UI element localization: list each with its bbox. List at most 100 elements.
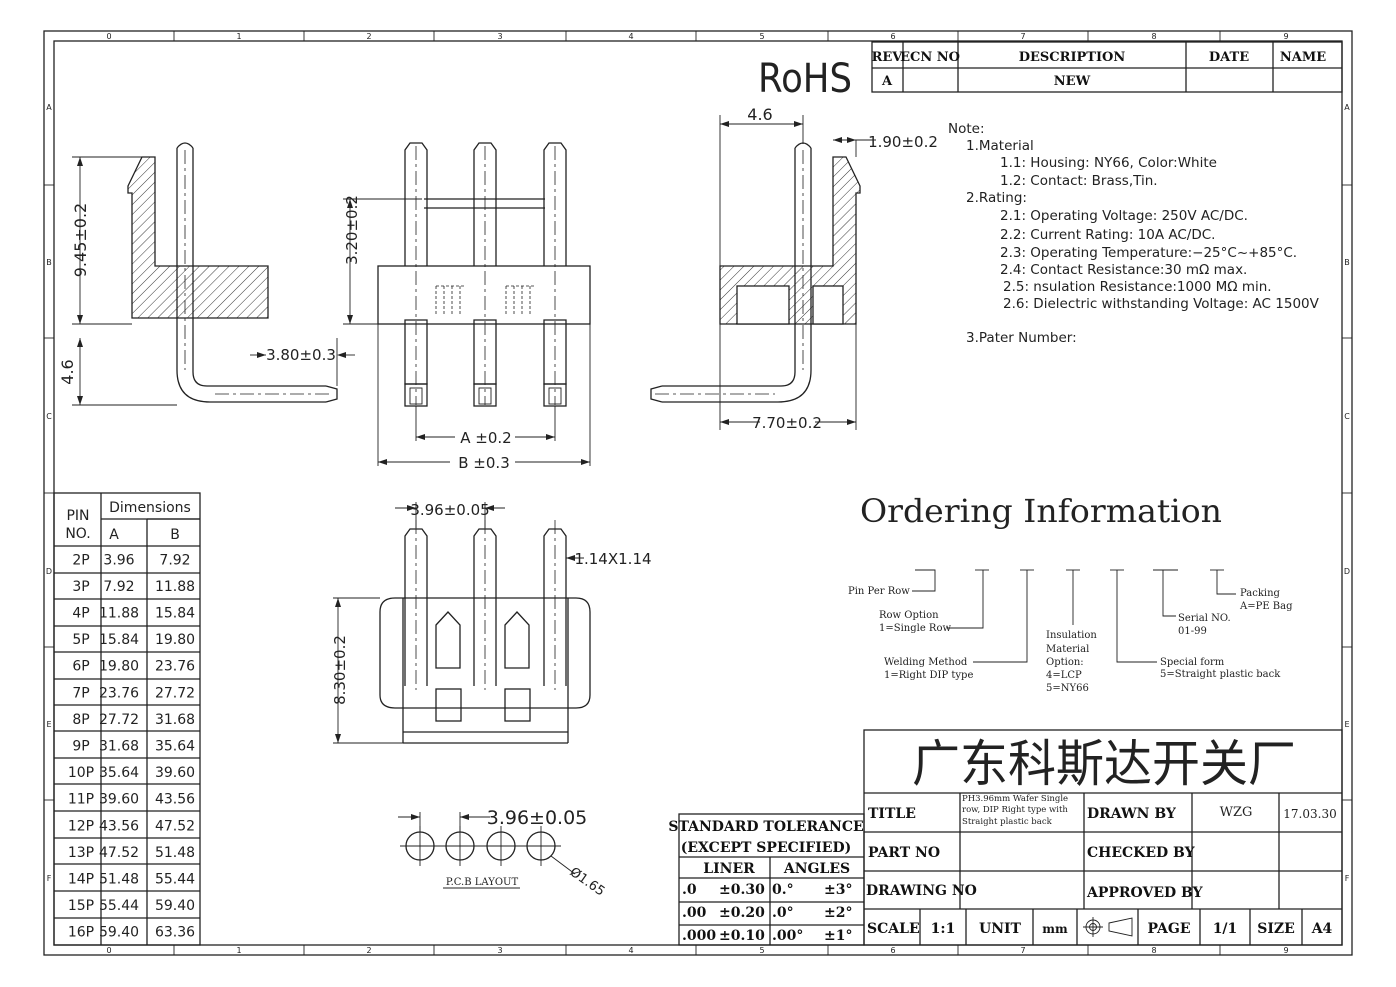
ord-serial-2: 01-99 xyxy=(1178,626,1207,637)
front-view: 3.20±0.2 A ±0.2 B ±0.3 xyxy=(343,142,591,472)
pin-count: 4P xyxy=(72,606,89,622)
rev-value: A xyxy=(881,74,893,89)
border-num-2: 2 xyxy=(366,32,371,41)
dim-a-value: 55.44 xyxy=(99,898,139,914)
border-letter-f: F xyxy=(47,874,52,883)
drawn-by-label: DRAWN BY xyxy=(1087,806,1177,822)
ord-welding-2: 1=Right DIP type xyxy=(884,670,973,681)
ord-pin-per-row: Pin Per Row xyxy=(848,586,910,597)
dim-9-45: 9.45±0.2 xyxy=(71,203,90,277)
bottom-view: 3.96±0.05 1.14X1.14 8.30±0.2 xyxy=(331,501,652,744)
ord-insulation-3: Option: xyxy=(1046,657,1084,668)
b-header: B xyxy=(170,527,180,543)
tol-r3-c3: .00° xyxy=(772,928,803,944)
dim-a-value: 7.92 xyxy=(103,579,134,595)
tol-r2-c3: .0° xyxy=(772,905,794,921)
dim-b-value: 43.56 xyxy=(155,792,195,808)
note-m1: 1.1: Housing: NY66, Color:White xyxy=(1000,155,1217,171)
tol-r1-c4: ±3° xyxy=(824,882,852,898)
dim-3-96-b: 3.96±0.05 xyxy=(487,807,588,829)
dim-a-value: 39.60 xyxy=(99,792,139,808)
border-letter-f-right: F xyxy=(1345,874,1350,883)
tolerance-table: STANDARD TOLERANCE (EXCEPT SPECIFIED) LI… xyxy=(668,813,865,946)
pcb-layout: 3.96±0.05 Ø1.65 P.C.B LAYOUT xyxy=(398,807,607,900)
dim-3-96-a: 3.96±0.05 xyxy=(410,501,489,519)
tol-r3-c4: ±1° xyxy=(824,928,852,944)
title-value-2: row, DIP Right type with xyxy=(962,805,1068,815)
tol-title-1: STANDARD TOLERANCE xyxy=(668,819,863,835)
dim-8-30: 8.30±0.2 xyxy=(331,635,349,705)
border-letter-b: B xyxy=(46,258,52,267)
drawn-by-value: WZG xyxy=(1220,805,1253,820)
scale-value: 1:1 xyxy=(931,921,956,937)
tol-r2-c4: ±2° xyxy=(824,905,852,921)
border-num-3: 3 xyxy=(497,32,502,41)
tol-r1-c2: ±0.30 xyxy=(719,882,765,898)
dim-a-value: 27.72 xyxy=(99,712,139,728)
drawn-date-value: 17.03.30 xyxy=(1283,807,1336,821)
dim-b-value: 27.72 xyxy=(155,685,195,701)
dim-a-value: 3.96 xyxy=(103,552,134,568)
unit-label: UNIT xyxy=(979,921,1022,937)
ord-row-option-2: 1=Single Row xyxy=(879,623,951,634)
pin-header: PIN xyxy=(66,508,89,524)
dim-a-value: 31.68 xyxy=(99,739,139,755)
note-material: 1.Material xyxy=(966,138,1034,154)
dim-a-value: 43.56 xyxy=(99,818,139,834)
title-value-1: PH3.96mm Wafer Single xyxy=(962,794,1068,804)
page-label: PAGE xyxy=(1148,921,1191,937)
title-block: 广东科斯达开关厂 TITLE DRAWN BY PART NO CHECKED … xyxy=(863,729,1343,946)
date-header: DATE xyxy=(1209,50,1249,65)
border-num-8: 8 xyxy=(1151,32,1156,41)
border-letter-e: E xyxy=(46,720,51,729)
border-num-6: 6 xyxy=(890,32,895,41)
border-letter-b-right: B xyxy=(1344,258,1350,267)
drawing-no-label: DRAWING NO xyxy=(866,883,977,899)
border-letter-e-right: E xyxy=(1344,720,1349,729)
notes: Note: 1.Material 1.1: Housing: NY66, Col… xyxy=(948,121,1320,346)
tol-r2-c2: ±0.20 xyxy=(719,905,765,921)
no-header: NO. xyxy=(65,526,90,542)
dim-3-20: 3.20±0.2 xyxy=(343,195,361,265)
dim-a: A ±0.2 xyxy=(460,429,511,447)
dim-b-value: 59.40 xyxy=(155,898,195,914)
dim-b-value: 31.68 xyxy=(155,712,195,728)
note-r5: 2.5: nsulation Resistance:1000 MΩ min. xyxy=(1003,279,1272,295)
dim-a-value: 23.76 xyxy=(99,685,139,701)
pin-count: 13P xyxy=(68,845,94,861)
dimensions-header: Dimensions xyxy=(109,500,191,516)
ordering-information: Ordering Information Pin Per Row Row Opt… xyxy=(848,492,1293,694)
border-num-7: 7 xyxy=(1020,32,1025,41)
tol-r2-c1: .00 xyxy=(682,905,707,921)
pin-count: 14P xyxy=(68,872,94,888)
note-pater: 3.Pater Number: xyxy=(966,330,1077,346)
dim-a-value: 47.52 xyxy=(99,845,139,861)
side-view-right: 4.6 1.90±0.2 7.70±0.2 xyxy=(650,105,938,432)
name-header: NAME xyxy=(1280,50,1326,65)
note-m2: 1.2: Contact: Brass,Tin. xyxy=(1000,173,1158,189)
pin-count: 10P xyxy=(68,765,94,781)
dim-a-value: 19.80 xyxy=(99,659,139,675)
dim-7-70: 7.70±0.2 xyxy=(752,414,822,432)
tol-r1-c3: 0.° xyxy=(772,882,794,898)
border-letter-c: C xyxy=(46,412,52,421)
border-num-5: 5 xyxy=(759,32,764,41)
border-letter-c-right: C xyxy=(1344,412,1350,421)
revision-table: REV ECN NO DESCRIPTION DATE NAME A NEW xyxy=(871,41,1343,93)
tol-liner: LINER xyxy=(703,861,755,877)
tol-r1-c1: .0 xyxy=(682,882,697,898)
a-header: A xyxy=(109,527,119,543)
ecn-header: ECN NO xyxy=(900,50,960,65)
pin-count: 7P xyxy=(72,685,89,701)
dim-b-value: 35.64 xyxy=(155,739,195,755)
dim-b-value: 15.84 xyxy=(155,606,195,622)
border-num-7-bottom: 7 xyxy=(1020,946,1025,955)
pin-count: 15P xyxy=(68,898,94,914)
note-r2: 2.2: Current Rating: 10A AC/DC. xyxy=(1000,227,1215,243)
pin-count: 12P xyxy=(68,818,94,834)
description-header: DESCRIPTION xyxy=(1019,50,1126,65)
dim-b-value: 23.76 xyxy=(155,659,195,675)
dim-b-value: 19.80 xyxy=(155,632,195,648)
ord-special-1: Special form xyxy=(1160,657,1225,668)
ord-insulation-2: Material xyxy=(1046,644,1089,655)
